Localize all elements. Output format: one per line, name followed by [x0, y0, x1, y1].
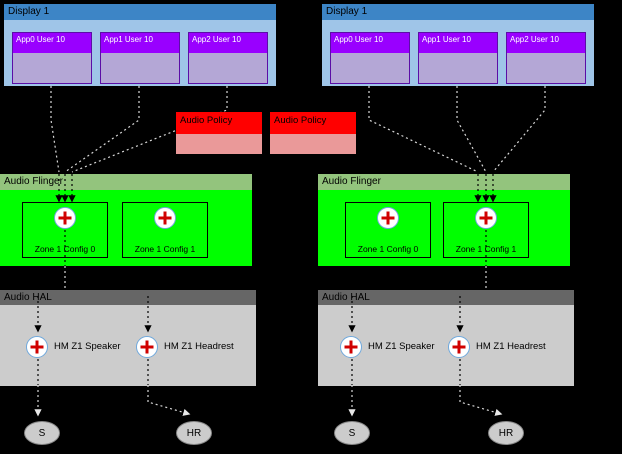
app-title: App1 User 10: [419, 33, 497, 53]
app-body: [331, 53, 409, 83]
dotted-connector: [64, 86, 140, 173]
audio-flinger-title: Audio Flinger: [0, 174, 252, 190]
dotted-arrow: [459, 385, 503, 416]
output-endpoint: S: [334, 421, 370, 445]
cross-horizontal: [30, 345, 44, 349]
audio-flinger-panel: Audio Flinger Zone 1 Config 0 Zone 1 Con…: [318, 174, 570, 266]
output-endpoint: S: [24, 421, 60, 445]
app-title: App0 User 10: [331, 33, 409, 53]
app-box: App2 User 10: [188, 32, 268, 84]
audio-policy-body: [176, 134, 262, 154]
cross-horizontal: [58, 216, 72, 220]
audio-flinger-panel: Audio Flinger Zone 1 Config 0 Zone 1 Con…: [0, 174, 252, 266]
audio-flinger-title: Audio Flinger: [318, 174, 570, 190]
app-box: App1 User 10: [418, 32, 498, 84]
cross-horizontal: [344, 345, 358, 349]
display-panel: Display 1 App0 User 10 App1 User 10 App2…: [4, 4, 276, 86]
audio-policy-box: Audio Policy: [176, 112, 262, 154]
dotted-connector: [50, 86, 60, 173]
app-box: App1 User 10: [100, 32, 180, 84]
cross-horizontal: [452, 345, 466, 349]
hal-device-label: HM Z1 Speaker: [54, 341, 121, 352]
app-body: [419, 53, 497, 83]
zone-config-label: Zone 1 Config 1: [455, 244, 517, 254]
cross-horizontal: [158, 216, 172, 220]
audio-track-icon: [154, 207, 176, 229]
zone-config-box: Zone 1 Config 0: [22, 202, 108, 258]
zone-config-label: Zone 1 Config 1: [134, 244, 196, 254]
output-endpoint: HR: [176, 421, 212, 445]
dotted-connector: [456, 86, 487, 173]
zone-config-box: Zone 1 Config 1: [443, 202, 529, 258]
audio-hal-panel: Audio HAL HM Z1 Speaker HM Z1 Headrest: [0, 290, 256, 386]
zone-config-box: Zone 1 Config 0: [345, 202, 431, 258]
cross-horizontal: [381, 216, 395, 220]
app-title: App0 User 10: [13, 33, 91, 53]
app-body: [189, 53, 267, 83]
audio-policy-body: [270, 134, 356, 154]
audio-hal-title: Audio HAL: [318, 290, 574, 305]
hal-device-label: HM Z1 Speaker: [368, 341, 435, 352]
app-title: App1 User 10: [101, 33, 179, 53]
audio-track-icon: [448, 336, 470, 358]
audio-track-icon: [54, 207, 76, 229]
app-title: App2 User 10: [507, 33, 585, 53]
app-title: App2 User 10: [189, 33, 267, 53]
zone-config-label: Zone 1 Config 0: [34, 244, 96, 254]
hal-device-label: HM Z1 Headrest: [476, 341, 546, 352]
output-endpoint: HR: [488, 421, 524, 445]
app-box: App0 User 10: [330, 32, 410, 84]
app-body: [13, 53, 91, 83]
display-panel: Display 1 App0 User 10 App1 User 10 App2…: [322, 4, 594, 86]
app-body: [101, 53, 179, 83]
dotted-arrow: [147, 385, 191, 416]
hal-device-label: HM Z1 Headrest: [164, 341, 234, 352]
display-title: Display 1: [322, 4, 594, 20]
audio-hal-panel: Audio HAL HM Z1 Speaker HM Z1 Headrest: [318, 290, 574, 386]
app-body: [507, 53, 585, 83]
dotted-connector: [492, 86, 546, 173]
zone-config-box: Zone 1 Config 1: [122, 202, 208, 258]
cross-horizontal: [479, 216, 493, 220]
audio-track-icon: [377, 207, 399, 229]
dotted-connector: [71, 86, 228, 173]
app-box: App2 User 10: [506, 32, 586, 84]
audio-policy-title: Audio Policy: [176, 112, 262, 134]
cross-horizontal: [140, 345, 154, 349]
audio-track-icon: [340, 336, 362, 358]
audio-track-icon: [475, 207, 497, 229]
zone-config-label: Zone 1 Config 0: [357, 244, 419, 254]
audio-track-icon: [26, 336, 48, 358]
display-title: Display 1: [4, 4, 276, 20]
audio-policy-title: Audio Policy: [270, 112, 356, 134]
audio-policy-box: Audio Policy: [270, 112, 356, 154]
audio-hal-title: Audio HAL: [0, 290, 256, 305]
dotted-connector: [368, 86, 479, 173]
app-box: App0 User 10: [12, 32, 92, 84]
audio-track-icon: [136, 336, 158, 358]
